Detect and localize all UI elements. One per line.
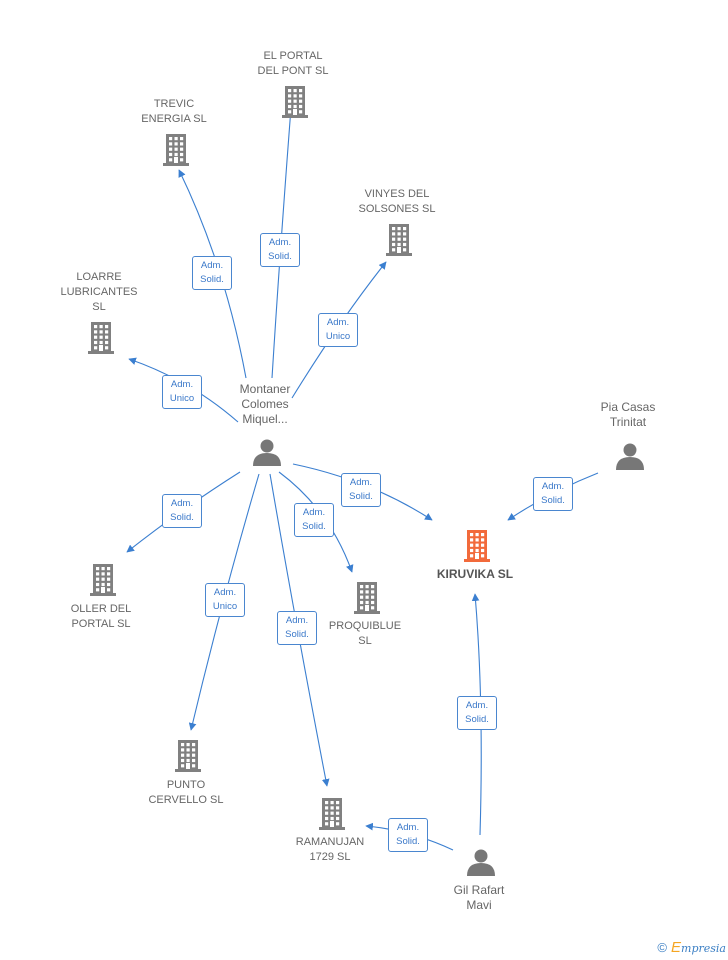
node-label-oller[interactable]: OLLER DEL PORTAL SL: [70, 603, 132, 630]
relation-badge-montaner-ramanujan[interactable]: Adm. Solid.: [277, 611, 317, 645]
relation-badge-montaner-trevic[interactable]: Adm. Solid.: [192, 256, 232, 290]
building-icon-proquiblue: [354, 582, 380, 614]
building-icon-loarre: [88, 322, 114, 354]
person-icon-gil: [467, 849, 495, 876]
person-icon-montaner: [253, 439, 281, 466]
node-label-trevic[interactable]: TREVIC ENERGIA SL: [141, 98, 207, 125]
building-icon-kiruvika: [464, 530, 490, 562]
relation-badge-gil-ramanujan[interactable]: Adm. Solid.: [388, 818, 428, 852]
building-icon-vinyes: [386, 224, 412, 256]
node-label-loarre[interactable]: LOARRE LUBRICANTES SL: [60, 271, 138, 313]
node-label-punto[interactable]: PUNTO CERVELLO SL: [148, 779, 224, 806]
relation-badge-montaner-loarre[interactable]: Adm. Unico: [162, 375, 202, 409]
node-label-kiruvika[interactable]: KIRUVIKA SL: [436, 567, 514, 581]
node-label-montaner[interactable]: Montaner Colomes Miquel...: [239, 382, 291, 426]
building-icon-portal_pont: [282, 86, 308, 118]
relation-badge-montaner-proquiblue[interactable]: Adm. Solid.: [294, 503, 334, 537]
relation-badge-pia-kiruvika[interactable]: Adm. Solid.: [533, 477, 573, 511]
node-label-gil[interactable]: Gil Rafart Mavi: [453, 883, 505, 912]
building-icon-oller: [90, 564, 116, 596]
footer-brand: ©Empresia: [657, 939, 726, 956]
relation-badge-montaner-vinyes[interactable]: Adm. Unico: [318, 313, 358, 347]
node-label-pia[interactable]: Pia Casas Trinitat: [600, 400, 656, 429]
node-label-ramanujan[interactable]: RAMANUJAN 1729 SL: [295, 836, 365, 863]
node-label-vinyes[interactable]: VINYES DEL SOLSONES SL: [358, 188, 436, 215]
relation-badge-montaner-oller[interactable]: Adm. Solid.: [162, 494, 202, 528]
person-icon-pia: [616, 443, 644, 470]
relation-badge-montaner-kiruvika[interactable]: Adm. Solid.: [341, 473, 381, 507]
building-icon-ramanujan: [319, 798, 345, 830]
brand-name: mpresia: [681, 942, 726, 955]
node-label-proquiblue[interactable]: PROQUIBLUE SL: [328, 620, 402, 647]
node-label-portal_pont[interactable]: EL PORTAL DEL PONT SL: [257, 50, 329, 77]
relation-badge-montaner-punto[interactable]: Adm. Unico: [205, 583, 245, 617]
copyright-icon: ©: [657, 940, 668, 955]
building-icon-punto: [175, 740, 201, 772]
building-icon-trevic: [163, 134, 189, 166]
relation-badge-montaner-portal_pont[interactable]: Adm. Solid.: [260, 233, 300, 267]
relation-badge-gil-kiruvika[interactable]: Adm. Solid.: [457, 696, 497, 730]
brand-initial: E: [671, 939, 682, 956]
